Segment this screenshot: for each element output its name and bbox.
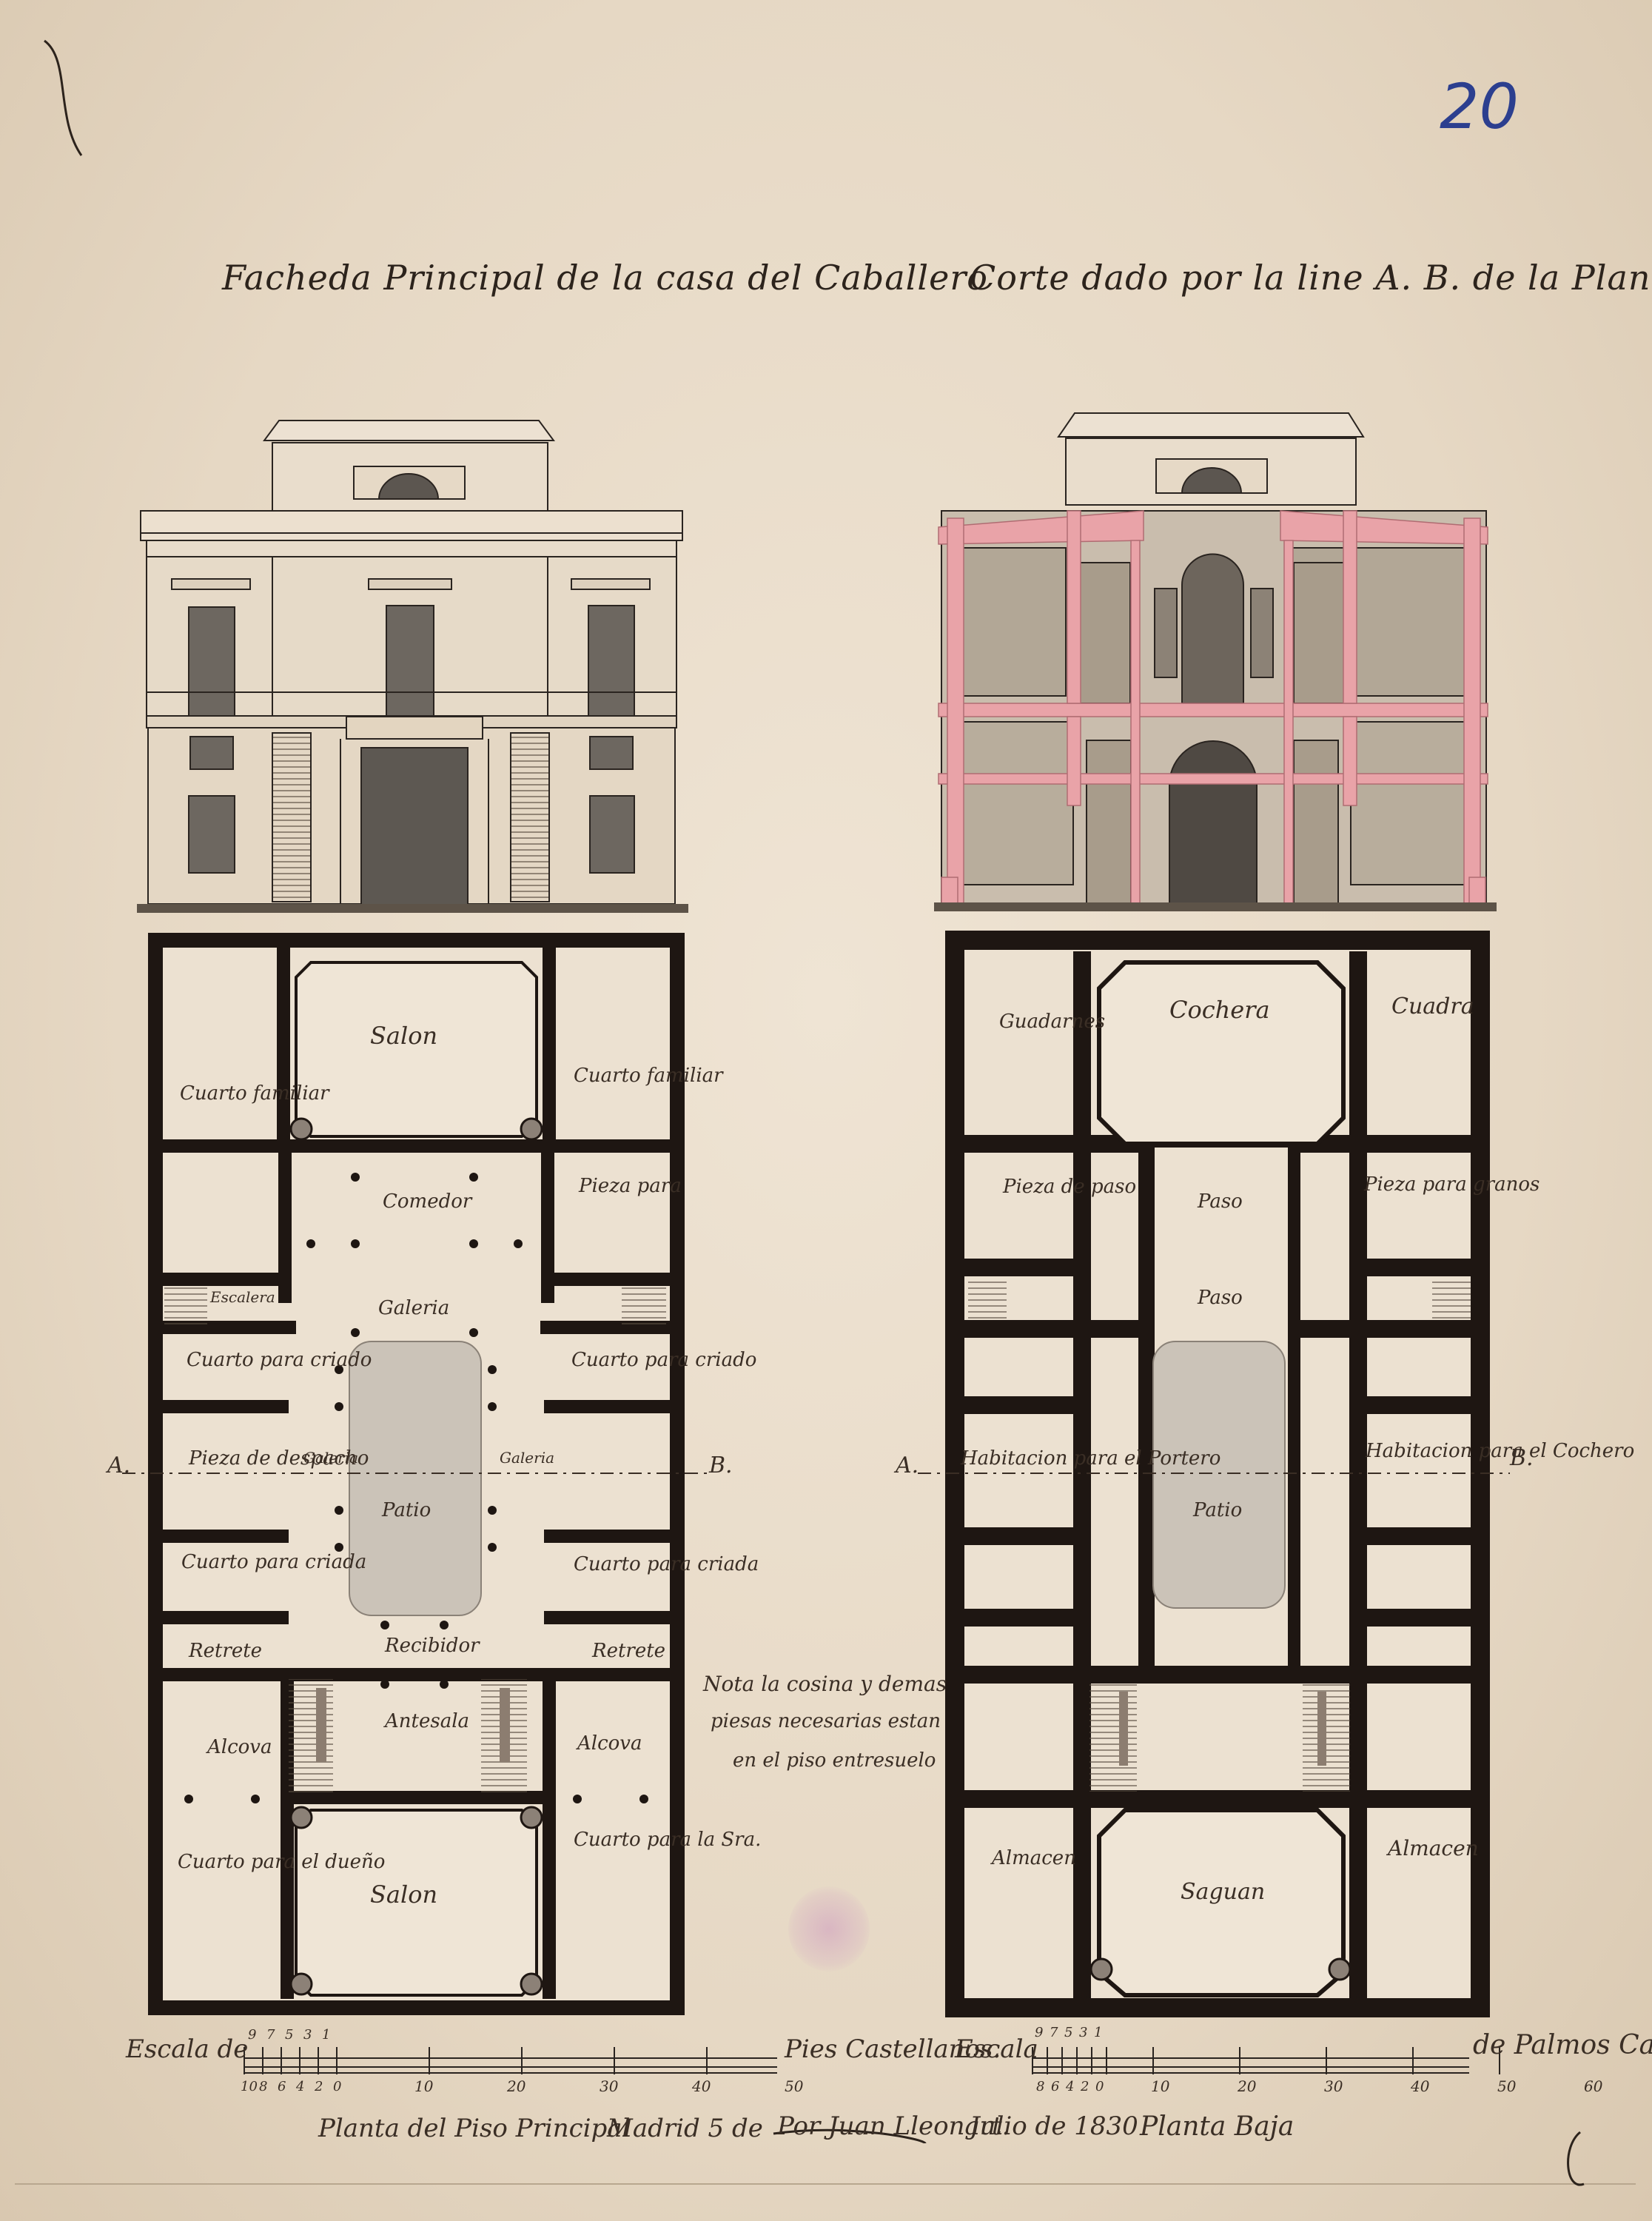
scale-left-prefix: Escala de [126,2034,249,2064]
scale-tick-label: 40 [692,2077,711,2095]
room-label: Pieza de despacho [189,1447,369,1470]
room-label: Habitacion para el Cochero [1366,1440,1635,1462]
scale-tick-label: 0 [1095,2079,1104,2094]
facade-elevation [137,420,688,913]
scale-tick-label: 0 [333,2079,342,2094]
scale-tick-label: 50 [1497,2077,1517,2095]
room-label: Cuarto para criado [571,1349,757,1371]
room-label: Retrete [189,1640,263,1662]
elevation-title: Facheda Principal de la casa del Caballe… [222,258,988,298]
room-label: Salon [370,1022,438,1050]
scale-tick-label: 8 [1036,2079,1045,2094]
sheet-number: 20 [1440,70,1519,143]
scale-tick-label: 7 [266,2027,275,2043]
scale-tick-label: 30 [600,2077,619,2095]
scale-tick-label: 6 [1051,2079,1060,2094]
room-label: Galeria [378,1297,450,1319]
room-label: Pieza para [579,1175,682,1197]
scale-tick-label: 3 [1079,2025,1088,2040]
note-line-2: piesas necesarias estan [711,1710,941,1732]
room-label: Pieza de paso [1003,1176,1137,1198]
scale-tick-label: 20 [507,2077,526,2095]
scale-bars [244,2047,1500,2074]
scale-tick-label: 20 [1238,2077,1257,2095]
room-label: Patio [1193,1499,1243,1521]
room-label: Paso [1198,1287,1243,1309]
section-marker-b-right: B. [1510,1445,1534,1471]
room-label: Cuarto para el dueño [178,1851,386,1873]
room-label: Guadarnes [999,1011,1106,1033]
scale-tick-label: 5 [1064,2025,1073,2040]
scale-tick-label: 4 [1066,2079,1075,2094]
scale-tick-label: 4 [296,2079,305,2094]
room-label: Alcova [577,1732,642,1755]
scale-tick-label: 1 [1094,2025,1103,2040]
room-label: Cuarto para criado [187,1349,372,1371]
scale-tick-label: 3 [303,2027,312,2043]
section-marker-a-right: A. [896,1453,919,1478]
note-line-3: en el piso entresuelo [733,1749,936,1772]
scale-tick-label: 10 [241,2079,258,2094]
scale-tick-label: 6 [278,2079,286,2094]
signature-author: Por Juan Lleonart. [777,2111,1010,2141]
scale-tick-label: 30 [1324,2077,1343,2095]
room-label: Alcova [207,1736,272,1758]
signature-place: Madrid 5 de [607,2114,763,2143]
scale-tick-label: 2 [315,2079,323,2094]
room-label: Recibidor [385,1635,480,1657]
scale-tick-label: 5 [285,2027,294,2043]
scale-tick-label: 60 [1584,2077,1603,2095]
scale-tick-label: 1 [322,2027,331,2043]
room-label: Almacen [1388,1836,1479,1860]
room-label: Retrete [592,1640,666,1662]
room-label: Galeria [303,1449,359,1467]
section-title: Corte dado por la line A. B. de la Plant… [970,258,1652,298]
plan-principal-title: Planta del Piso Principal [318,2114,631,2143]
room-label: Cuarto para la Sra. [574,1829,762,1851]
room-label: Cochera [1169,996,1270,1024]
room-label: Cuarto para criada [574,1553,759,1575]
scale-left-unit: Pies Castellanos. [785,2034,1001,2064]
room-label: Cuarto familiar [574,1065,723,1087]
room-label: Salon [370,1880,438,1909]
scale-right-prefix: Escala [955,2034,1038,2064]
scale-tick-label: 10 [414,2077,434,2095]
section-marker-b: B. [709,1453,733,1478]
room-label: Saguan [1181,1879,1266,1905]
room-label: Galeria [500,1449,555,1467]
scale-tick-label: 10 [1151,2077,1170,2095]
scale-right-unit: de Palmos Catal. [1473,2030,1652,2060]
room-label: Cuarto familiar [180,1082,329,1105]
scale-tick-label: 8 [259,2079,268,2094]
scale-tick-label: 40 [1411,2077,1430,2095]
scale-tick-label: 9 [1035,2025,1044,2040]
building-section [934,412,1497,911]
room-label: Cuarto para criada [181,1551,367,1573]
room-label: Escalera [210,1288,275,1306]
room-label: Patio [382,1499,432,1521]
scale-tick-label: 7 [1050,2025,1058,2040]
room-label: Paso [1198,1190,1243,1213]
note-line-1: Nota la cosina y demas [703,1672,947,1696]
scale-tick-label: 50 [785,2077,804,2095]
room-label: Antesala [385,1710,470,1732]
room-label: Cuadra [1391,994,1474,1019]
signature-date: Julio de 1830 [970,2111,1138,2141]
room-label: Habitacion para el Portero [961,1447,1221,1470]
plan-baja-title: Planta Baja [1140,2111,1295,2142]
scale-tick-label: 2 [1081,2079,1089,2094]
section-marker-a: A. [107,1453,131,1478]
library-stamp [788,1886,870,1972]
room-label: Almacen [992,1847,1076,1869]
room-label: Comedor [383,1190,472,1213]
scale-tick-label: 9 [248,2027,257,2043]
room-label: Pieza para granos [1364,1173,1540,1196]
